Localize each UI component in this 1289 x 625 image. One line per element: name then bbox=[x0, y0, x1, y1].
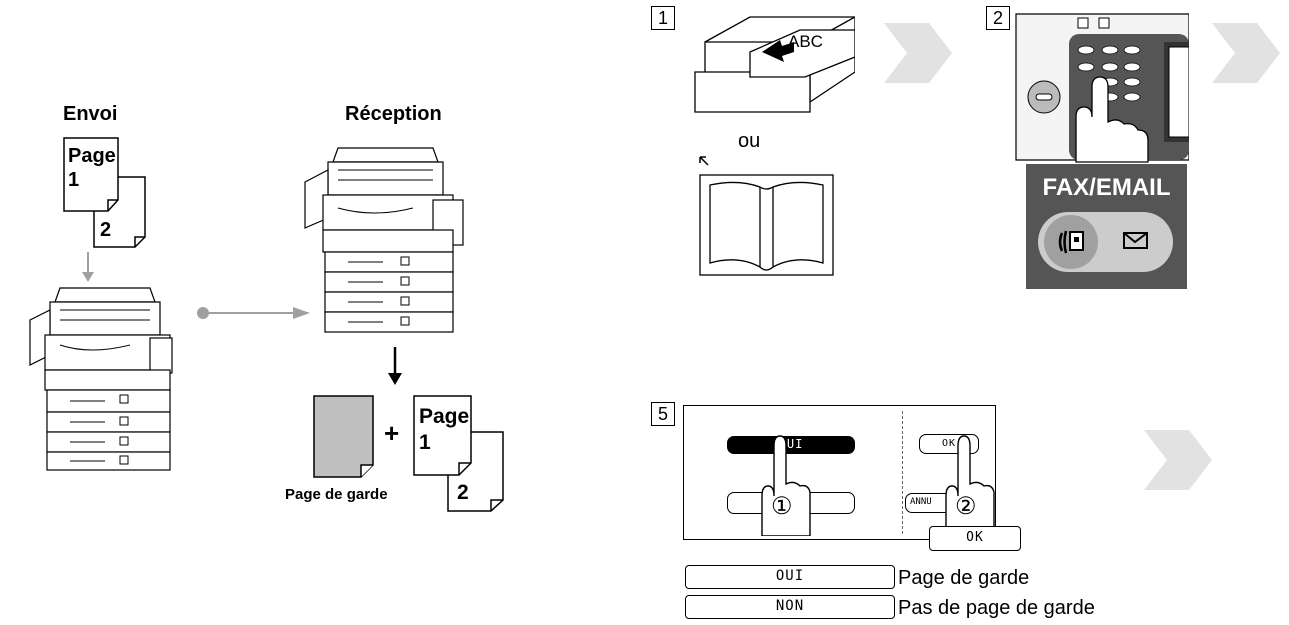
plus-sign: + bbox=[384, 418, 400, 448]
legend-yes-description: Page de garde bbox=[898, 567, 1030, 589]
fax-email-panel: FAX/EMAIL bbox=[1026, 164, 1187, 289]
transmission-arrow-icon bbox=[197, 307, 310, 319]
sending-document: Page 1 2 bbox=[63, 137, 153, 252]
output-arrow-icon bbox=[388, 347, 402, 385]
step-1-number: 1 bbox=[651, 6, 675, 30]
fax-icon bbox=[1058, 230, 1084, 254]
control-panel-icon bbox=[1014, 12, 1189, 164]
cover-page-label: Page de garde bbox=[285, 486, 388, 503]
document-feeder-icon: ABC bbox=[694, 16, 855, 113]
received-document: Page 1 2 bbox=[413, 395, 508, 515]
fax-icon[interactable] bbox=[1044, 215, 1098, 269]
page-number-2: 2 bbox=[457, 481, 469, 504]
step-circle-2: ② bbox=[955, 493, 977, 520]
step-2-number: 2 bbox=[986, 6, 1010, 30]
dialog-divider bbox=[902, 411, 903, 534]
step-5-number: 5 bbox=[651, 402, 675, 426]
yes-option-button[interactable]: OUI bbox=[727, 436, 855, 454]
cover-page-icon bbox=[313, 395, 374, 478]
copier-machine-icon bbox=[29, 287, 173, 471]
next-step-arrow-icon bbox=[1144, 430, 1212, 490]
document-pages-icon bbox=[413, 395, 504, 512]
document-pages-icon bbox=[63, 137, 146, 248]
book-scanner-icon bbox=[699, 156, 834, 276]
down-arrow-icon bbox=[82, 252, 94, 282]
page-number-2: 2 bbox=[100, 219, 112, 241]
page-number-1: 1 bbox=[419, 431, 431, 454]
legend-no-description: Pas de page de garde bbox=[898, 597, 1095, 619]
ok-button[interactable]: OK bbox=[929, 526, 1021, 551]
legend-yes-button: OUI bbox=[685, 565, 895, 589]
page-word: Page bbox=[68, 145, 116, 167]
copier-machine-icon bbox=[304, 147, 464, 333]
step-circle-1: ① bbox=[771, 493, 793, 520]
envelope-icon[interactable] bbox=[1122, 230, 1150, 252]
next-step-arrow-icon bbox=[1212, 23, 1280, 83]
adf-text: ABC bbox=[788, 32, 823, 51]
page-number-1: 1 bbox=[68, 169, 80, 191]
hand-pointer-icon bbox=[761, 435, 811, 536]
legend-no-button: NON bbox=[685, 595, 895, 619]
page-word: Page bbox=[419, 405, 470, 428]
cover-page-dialog: OUI OK ANNU ① ② bbox=[683, 405, 996, 540]
or-label: ou bbox=[738, 130, 761, 152]
receiving-label: Réception bbox=[345, 103, 442, 125]
sending-label: Envoi bbox=[63, 103, 118, 125]
fax-email-title: FAX/EMAIL bbox=[1042, 174, 1171, 201]
hand-pointer-icon bbox=[945, 435, 995, 536]
next-step-arrow-icon bbox=[884, 23, 952, 83]
